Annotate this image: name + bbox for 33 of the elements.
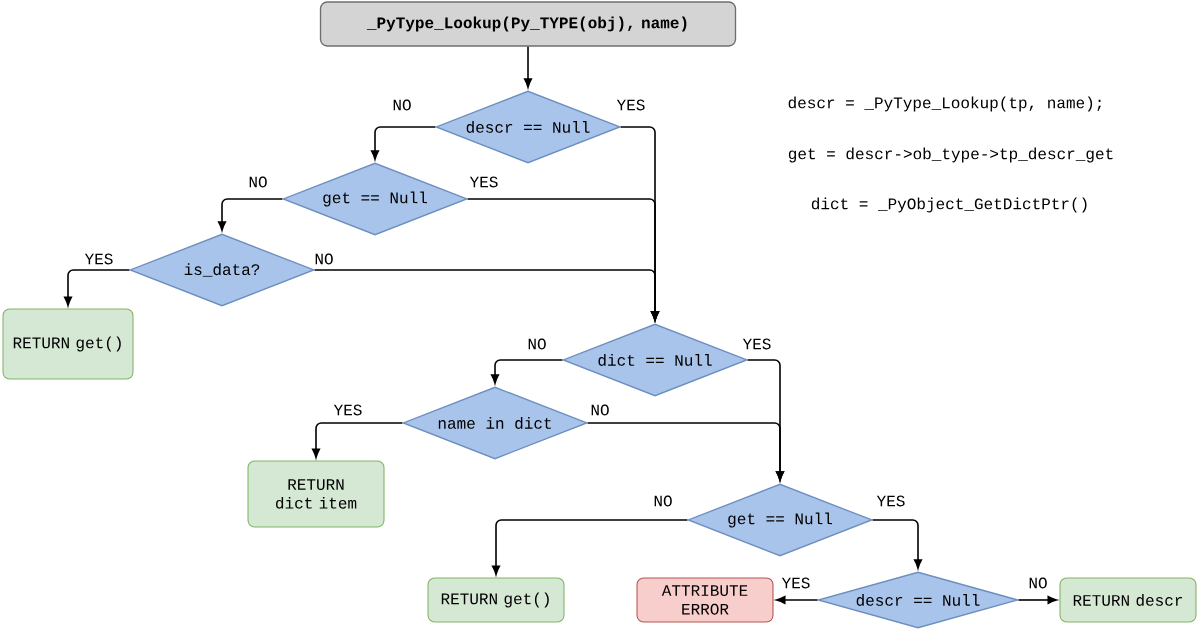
return-box: RETURN descr [1059,577,1197,623]
arrow [871,519,923,569]
arrow [523,45,533,88]
arrow [313,269,660,321]
return-box: RETURN get() [427,577,565,623]
edge-label: YES [468,175,500,189]
edge-label: NO [247,175,269,189]
code-line: descr = _PyType_Lookup(tp, name); [788,96,1101,112]
error-box: ATTRIBUTE ERROR [636,577,774,623]
arrow [491,519,689,576]
code-line: dict = _PyObject_GetDictPtr() [811,197,1087,213]
return-box: RETURN get() [2,308,134,380]
edge-label: NO [526,337,548,351]
edge-label: NO [1027,576,1049,590]
edge-label: YES [875,494,907,508]
arrow [586,422,785,481]
arrow [1017,595,1058,605]
edge-label: YES [332,403,364,417]
arrow [217,198,284,231]
edge-label: NO [652,494,674,508]
arrow [775,595,819,605]
arrow [490,359,564,384]
arrow [370,126,437,160]
return-box: RETURN dict item [247,460,385,528]
edge-label: YES [780,576,812,590]
edge-label: YES [83,252,115,266]
code-line: get = descr->ob_type->tp_descr_get [788,147,1113,163]
edge-label: NO [391,98,413,112]
process-box: _PyType_Lookup(Py_TYPE(obj), name) [319,1,737,47]
arrow [311,422,404,459]
edge-label: NO [589,403,611,417]
edge-label: NO [313,252,335,266]
arrow [63,269,131,307]
